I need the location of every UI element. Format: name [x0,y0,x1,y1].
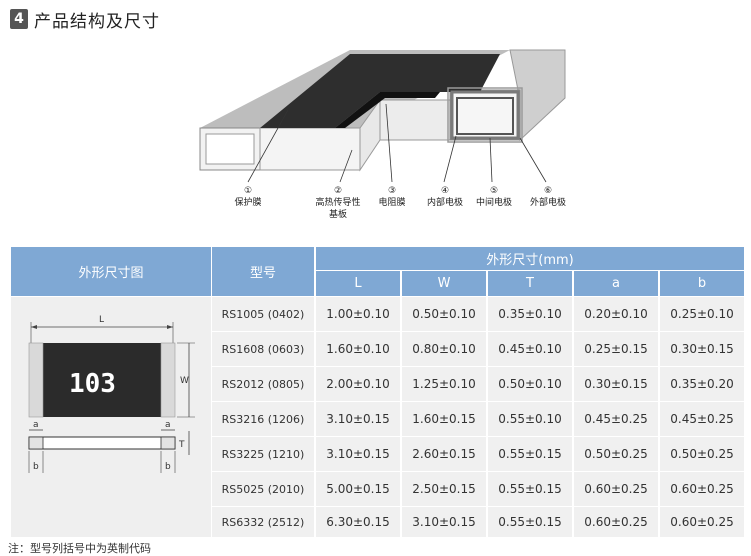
model-cell: RS5025 (2010) [212,472,314,506]
value-cell-L: 3.10±0.15 [316,437,400,471]
header-col-W: W [402,271,486,296]
callout-label-line2: 基板 [328,210,347,220]
section-heading: 4 产品结构及尺寸 [10,8,160,32]
value-cell-T: 0.50±0.10 [488,367,572,401]
value-cell-T: 0.35±0.10 [488,297,572,331]
structure-diagram: ① 保护膜 ② 高热传导性 基板 ③ 电阻膜 ④ 内部电极 ⑤ 中间电极 ⑥ 外… [180,40,580,230]
table-row: RS5025 (2010) 5.00±0.15 2.50±0.15 0.55±0… [212,472,744,506]
value-cell-T: 0.55±0.15 [488,472,572,506]
value-cell-a: 0.60±0.25 [574,472,658,506]
value-cell-W: 0.80±0.10 [402,332,486,366]
dim-W-label: W [180,376,189,386]
value-cell-L: 3.10±0.15 [316,402,400,436]
dim-a-label-right: a [165,420,171,430]
dim-L-label: L [99,315,104,325]
callout-substrate: ② 高热传导性 基板 [298,185,378,221]
section-title: 产品结构及尺寸 [34,11,160,32]
dimension-table: 外形尺寸图 型号 外形尺寸(mm) L W T a b L 103 W [11,247,744,537]
value-cell-L: 2.00±0.10 [316,367,400,401]
value-cell-a: 0.30±0.15 [574,367,658,401]
callout-protective-film: ① 保护膜 [208,185,288,209]
dim-a-label-left: a [33,420,39,430]
header-col-b: b [660,271,744,296]
callout-number: ③ [387,186,397,196]
table-row: RS2012 (0805) 2.00±0.10 1.25±0.10 0.50±0… [212,367,744,401]
value-cell-L: 1.00±0.10 [316,297,400,331]
value-cell-b: 0.35±0.20 [660,367,744,401]
value-cell-a: 0.60±0.25 [574,507,658,537]
table-row: RS6332 (2512) 6.30±0.15 3.10±0.15 0.55±0… [212,507,744,537]
value-cell-W: 0.50±0.10 [402,297,486,331]
value-cell-b: 0.60±0.25 [660,507,744,537]
header-outline-drawing: 外形尺寸图 [11,247,211,296]
callout-number: ⑤ [489,186,499,196]
header-col-T: T [488,271,572,296]
value-cell-L: 6.30±0.15 [316,507,400,537]
callout-label: 外部电极 [529,198,566,208]
value-cell-W: 3.10±0.15 [402,507,486,537]
value-cell-a: 0.20±0.10 [574,297,658,331]
value-cell-T: 0.55±0.15 [488,507,572,537]
dim-b-label-left: b [33,462,39,472]
value-cell-W: 1.60±0.15 [402,402,486,436]
table-row: RS1005 (0402) 1.00±0.10 0.50±0.10 0.35±0… [212,297,744,331]
callout-number: ④ [440,186,450,196]
callout-label: 电阻膜 [378,198,406,208]
callout-label: 保护膜 [234,198,262,208]
value-cell-W: 2.60±0.15 [402,437,486,471]
header-col-a: a [574,271,658,296]
value-cell-b: 0.50±0.25 [660,437,744,471]
model-cell: RS1005 (0402) [212,297,314,331]
model-cell: RS3225 (1210) [212,437,314,471]
section-number: 4 [10,9,28,29]
header-dimensions: 外形尺寸(mm) [316,247,744,270]
callout-middle-electrode: ⑤ 中间电极 [454,185,534,209]
callout-number: ① [243,186,253,196]
value-cell-L: 1.60±0.10 [316,332,400,366]
model-cell: RS3216 (1206) [212,402,314,436]
value-cell-b: 0.25±0.10 [660,297,744,331]
dim-b-label-right: b [165,462,171,472]
table-row: RS1608 (0603) 1.60±0.10 0.80±0.10 0.45±0… [212,332,744,366]
value-cell-a: 0.45±0.25 [574,402,658,436]
value-cell-L: 5.00±0.15 [316,472,400,506]
value-cell-T: 0.55±0.15 [488,437,572,471]
callout-label: 中间电极 [475,198,512,208]
value-cell-W: 2.50±0.15 [402,472,486,506]
callout-number: ⑥ [543,186,553,196]
model-cell: RS2012 (0805) [212,367,314,401]
value-cell-b: 0.30±0.15 [660,332,744,366]
callout-resistive-film: ③ 电阻膜 [352,185,432,209]
model-cell: RS6332 (2512) [212,507,314,537]
value-cell-a: 0.50±0.25 [574,437,658,471]
callout-label: 高热传导性 [315,198,361,208]
outline-drawing: L 103 W a a T [28,315,195,473]
dim-T-label: T [178,440,185,450]
callout-label: 内部电极 [426,198,463,208]
table-row: RS3225 (1210) 3.10±0.15 2.60±0.15 0.55±0… [212,437,744,471]
value-cell-a: 0.25±0.15 [574,332,658,366]
value-cell-b: 0.60±0.25 [660,472,744,506]
table-row: RS3216 (1206) 3.10±0.15 1.60±0.15 0.55±0… [212,402,744,436]
outline-drawing-panel: L 103 W a a T [11,297,211,537]
callout-inner-electrode: ④ 内部电极 [405,185,485,209]
footnote: 注：型号列括号中为英制代码 [8,542,151,555]
value-cell-W: 1.25±0.10 [402,367,486,401]
callout-number: ② [333,186,343,196]
header-col-L: L [316,271,400,296]
callout-outer-electrode: ⑥ 外部电极 [508,185,588,209]
model-cell: RS1608 (0603) [212,332,314,366]
header-model: 型号 [212,247,314,296]
resistor-cross-section [199,49,566,183]
value-cell-T: 0.45±0.10 [488,332,572,366]
value-cell-b: 0.45±0.25 [660,402,744,436]
value-cell-T: 0.55±0.10 [488,402,572,436]
chip-marking: 103 [69,369,116,399]
